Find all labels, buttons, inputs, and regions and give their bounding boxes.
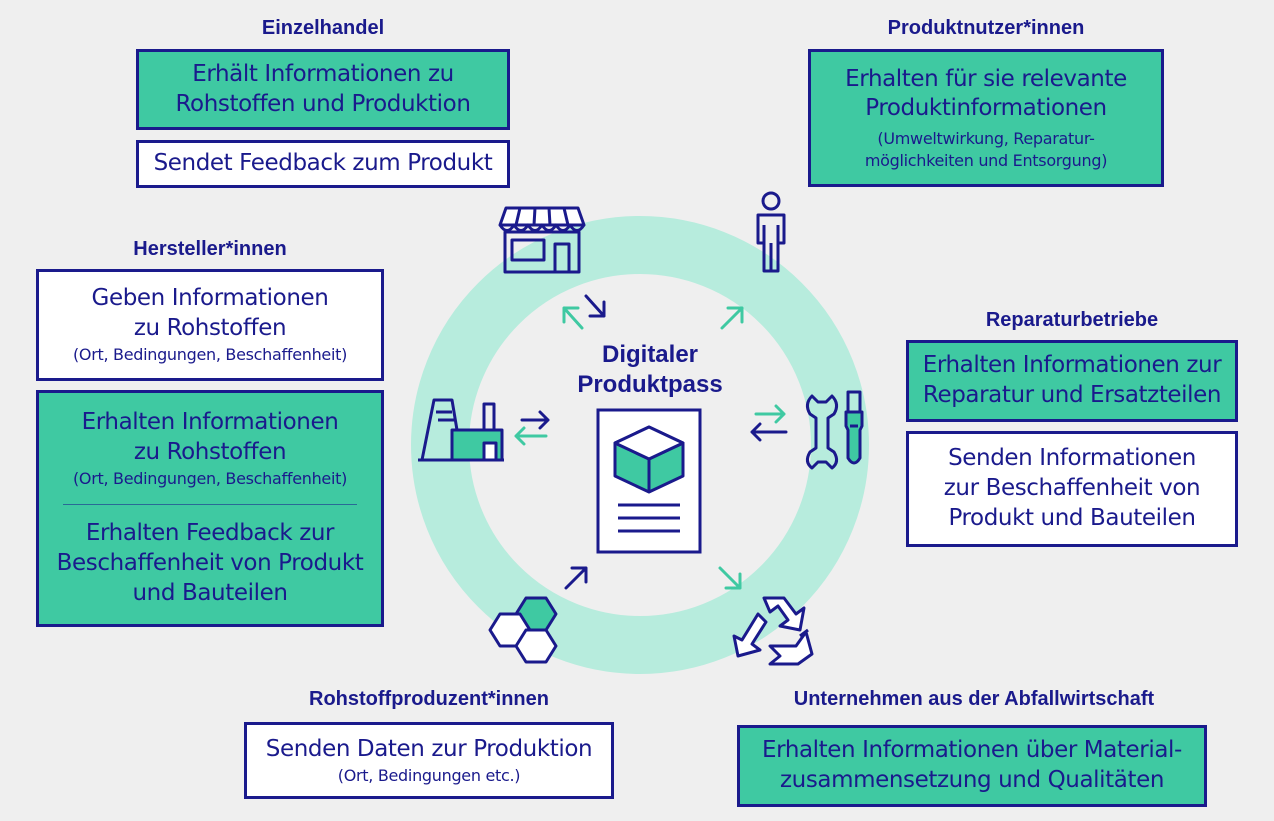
hersteller-box-receive: Erhalten Informationen zu Rohstoffen (Or… [36, 390, 384, 627]
einzelhandel-box-receive-line1: Erhält Informationen zu [192, 60, 454, 87]
center-title-line2: Produktpass [577, 371, 723, 398]
hersteller-box-give-small: (Ort, Bedingungen, Beschaffenheit) [72, 345, 348, 365]
einzelhandel-box-send: Sendet Feedback zum Produkt [136, 140, 510, 188]
einzelhandel-box-receive: Erhält Informationen zu Rohstoffen und P… [136, 49, 510, 130]
produktnutzer-box-small2: möglichkeiten und Entsorgung) [864, 150, 1108, 170]
reparatur-box-send-line3: Produkt und Bauteilen [948, 504, 1196, 531]
reparatur-box-send: Senden Informationen zur Beschaffenheit … [906, 431, 1238, 547]
rohstoff-box-send: Senden Daten zur Produktion (Ort, Beding… [244, 722, 614, 799]
reparatur-heading: Reparaturbetriebe [985, 309, 1159, 331]
abfall-heading: Unternehmen aus der Abfallwirtschaft [793, 688, 1155, 710]
reparatur-box-receive: Erhalten Informationen zur Reparatur und… [906, 340, 1238, 422]
hersteller-box-divider [62, 503, 358, 505]
produktnutzer-box-small1: (Umweltwirkung, Reparatur- [877, 129, 1095, 149]
factory-arrows [514, 410, 550, 446]
hersteller-box-give-line2: zu Rohstoffen [133, 315, 287, 342]
hersteller-box-feedback-line1: Erhalten Feedback zur [85, 519, 335, 546]
reparatur-box-receive-line2: Reparatur und Ersatzteilen [922, 382, 1222, 408]
cycle-ring [411, 216, 869, 674]
shop-icon [498, 206, 586, 274]
abfall-box-receive: Erhalten Informationen über Material- zu… [737, 725, 1207, 807]
person-icon [756, 191, 786, 273]
hersteller-box-feedback-line2: Beschaffenheit von Produkt [56, 549, 364, 576]
rohstoff-heading: Rohstoffproduzent*innen [309, 688, 549, 710]
abfall-box-receive-line1: Erhalten Informationen über Material- [762, 737, 1182, 764]
document-cube-icon [596, 408, 702, 554]
tools-arrows [750, 404, 788, 442]
reparatur-box-send-line2: zur Beschaffenheit von [943, 475, 1201, 502]
hersteller-box-receive-small: (Ort, Bedingungen, Beschaffenheit) [72, 469, 348, 489]
recycle-icon [732, 596, 814, 666]
rohstoff-box-send-line1: Senden Daten zur Produktion [265, 735, 593, 762]
einzelhandel-box-receive-line2: Rohstoffen und Produktion [175, 90, 471, 117]
abfall-box-receive-line2: zusammensetzung und Qualitäten [779, 767, 1165, 793]
einzelhandel-box-send-line1: Sendet Feedback zum Produkt [153, 150, 493, 177]
hersteller-box-give-line1: Geben Informationen [91, 285, 329, 312]
recycle-arrow [718, 566, 742, 590]
hersteller-heading: Hersteller*innen [133, 238, 287, 260]
rohstoff-box-send-small: (Ort, Bedingungen etc.) [337, 765, 521, 785]
tools-icon [805, 390, 864, 470]
hersteller-box-receive-line2: zu Rohstoffen [133, 439, 287, 466]
center-title: Digitaler Produktpass [550, 340, 750, 400]
produktnutzer-box-line2: Produktinformationen [865, 95, 1107, 122]
shop-arrows [562, 294, 606, 330]
reparatur-box-receive-line1: Erhalten Informationen zur [922, 352, 1222, 379]
einzelhandel-heading: Einzelhandel [261, 17, 385, 39]
person-arrow [720, 306, 744, 330]
produktnutzer-box-line1: Erhalten für sie relevante [845, 65, 1127, 92]
factory-icon [418, 398, 504, 462]
hexagons-icon [488, 596, 558, 664]
produktnutzer-heading: Produktnutzer*innen [887, 17, 1085, 39]
reparatur-box-send-line1: Senden Informationen [948, 445, 1196, 472]
hersteller-box-give: Geben Informationen zu Rohstoffen (Ort, … [36, 269, 384, 381]
produktnutzer-box-receive: Erhalten für sie relevante Produktinform… [808, 49, 1164, 187]
center-title-line1: Digitaler [601, 341, 699, 368]
hexagons-arrow [564, 566, 588, 590]
hersteller-box-receive-line1: Erhalten Informationen [81, 409, 339, 436]
hersteller-box-feedback-line3: und Bauteilen [132, 579, 288, 606]
